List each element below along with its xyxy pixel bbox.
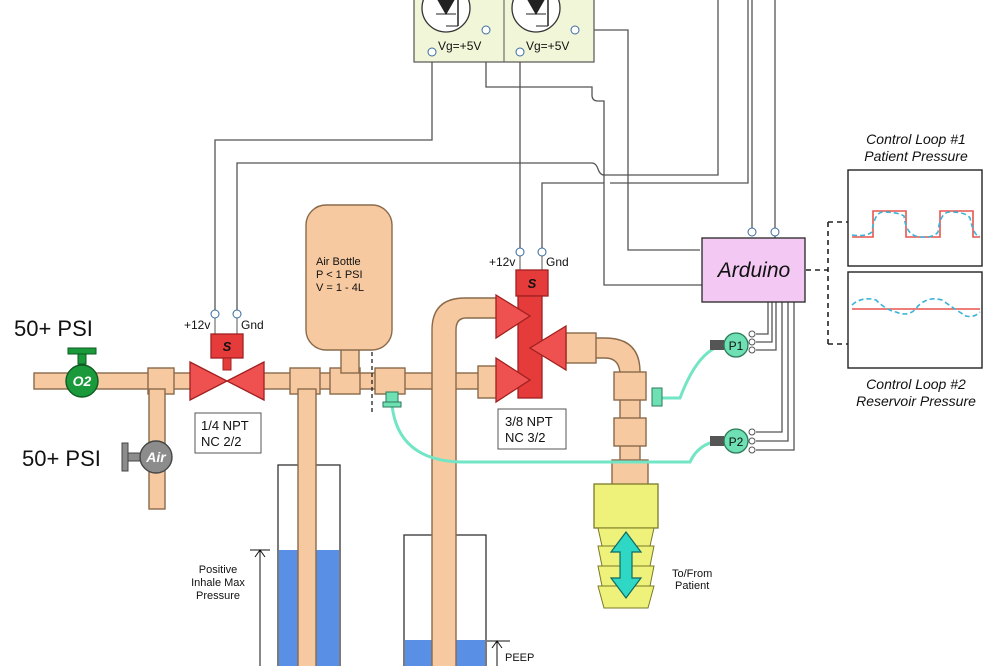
patient-label-line2: Patient <box>675 580 709 592</box>
valve-1-solenoid-label: S <box>223 339 232 354</box>
valve-1[interactable]: +12v Gnd S <box>184 309 265 402</box>
control-loop-2-title-1: Control Loop #2 <box>866 376 966 392</box>
air-pressure-label: 50+ PSI <box>22 446 101 471</box>
inhale-label-line3: Pressure <box>196 590 240 602</box>
valve-1-gnd-label: Gnd <box>241 318 264 332</box>
pressure-taps <box>382 387 663 408</box>
valve-1-spec-line2: NC 2/2 <box>201 434 241 449</box>
valve-2-spec-box: 3/8 NPT NC 3/2 <box>497 408 567 450</box>
air-source-valve[interactable]: Air <box>121 440 173 474</box>
valve-2-v-label: +12v <box>489 255 515 269</box>
peep-dimension: PEEP <box>487 640 534 666</box>
valve-1-spec-line1: 1/4 NPT <box>201 418 249 433</box>
o2-pressure-label: 50+ PSI <box>14 316 93 341</box>
airflow-arrow-icon <box>609 531 643 599</box>
valve-2-gnd-label: Gnd <box>546 255 569 269</box>
patient-connector <box>593 483 659 609</box>
valve-2[interactable]: +12v Gnd S <box>489 247 569 404</box>
air-bottle-line1: Air Bottle <box>316 256 361 268</box>
inhale-dimension: Positive Inhale Max Pressure <box>191 549 270 666</box>
mosfet-2-gate-label: Vg=+5V <box>526 39 569 53</box>
pipe-network <box>33 297 649 666</box>
valve-2-solenoid-label: S <box>528 276 537 291</box>
inhale-label-line1: Positive <box>199 564 238 576</box>
patient-label-line1: To/From <box>672 568 712 580</box>
o2-source-valve[interactable]: O2 <box>65 347 99 398</box>
mosfet-1-gate-label: Vg=+5V <box>438 39 481 53</box>
air-bottle: Air Bottle P < 1 PSI V = 1 - 4L <box>305 204 393 351</box>
valve-2-spec-line2: NC 3/2 <box>505 430 545 445</box>
mosfet-box: Vg=+5V Vg=+5V <box>413 0 595 63</box>
pressure-sensor-p2: P2 <box>710 428 756 454</box>
sensor-p2-label: P2 <box>729 435 744 449</box>
control-loop-1-title-2: Patient Pressure <box>864 148 968 164</box>
control-loop-2-title-2: Reservoir Pressure <box>856 393 976 409</box>
arduino-board: Arduino <box>701 227 806 303</box>
pressure-sensor-p1: P1 <box>710 330 756 358</box>
air-bottle-line2: P < 1 PSI <box>316 269 363 281</box>
air-bottle-line3: V = 1 - 4L <box>316 282 364 294</box>
wiring <box>214 0 848 451</box>
mosfet-2-symbol <box>511 0 561 33</box>
control-loop-2: Control Loop #2 Reservoir Pressure <box>847 271 983 409</box>
control-loop-1: Control Loop #1 Patient Pressure <box>847 131 983 267</box>
inhale-label-line2: Inhale Max <box>191 577 245 589</box>
arduino-label: Arduino <box>716 259 791 282</box>
o2-label: O2 <box>73 373 92 389</box>
control-loop-1-title-1: Control Loop #1 <box>866 131 966 147</box>
air-label: Air <box>145 449 167 465</box>
valve-1-spec-box: 1/4 NPT NC 2/2 <box>194 412 262 454</box>
peep-label: PEEP <box>505 652 534 664</box>
mosfet-1-symbol <box>421 0 471 33</box>
sensor-p1-label: P1 <box>729 339 744 353</box>
valve-2-spec-line1: 3/8 NPT <box>505 414 553 429</box>
valve-1-v-label: +12v <box>184 318 210 332</box>
